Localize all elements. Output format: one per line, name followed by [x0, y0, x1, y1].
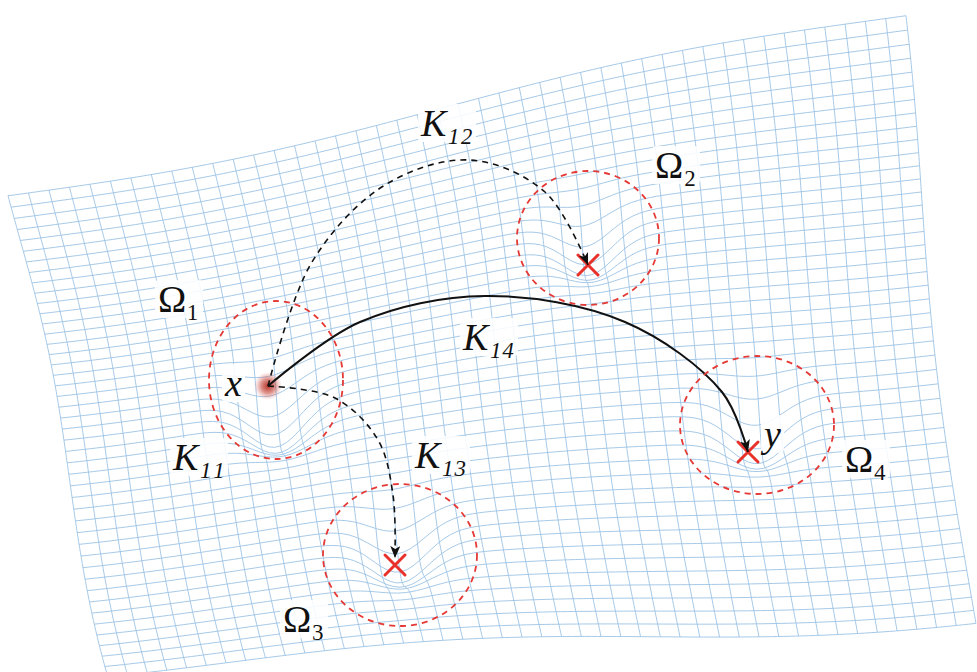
transition-arrow: [268, 160, 588, 386]
transition-label: K₁₃: [412, 436, 470, 474]
grid-line: [233, 159, 324, 650]
grid-line: [53, 245, 925, 376]
grid-line: [845, 24, 917, 629]
grid-line: [519, 88, 601, 637]
grid-line: [560, 77, 640, 636]
grid-line: [11, 30, 908, 207]
grid-line: [108, 623, 976, 672]
state-region: Ω₄y: [679, 355, 835, 495]
region-circle: [209, 301, 343, 459]
region-outline: [322, 483, 478, 627]
grid-line: [886, 19, 957, 626]
grid-line: [662, 54, 739, 637]
grid-line: [723, 43, 798, 636]
grid-line: [621, 63, 699, 637]
grid-line: [55, 258, 926, 386]
grid-line: [784, 33, 858, 633]
grid-line: [865, 21, 936, 627]
state-region: Ω₃: [322, 483, 478, 627]
grid-line: [49, 190, 147, 672]
grid-line: [8, 196, 108, 672]
grid-line: [97, 570, 967, 635]
region-label: Ω₃: [280, 600, 328, 638]
region-circle: [323, 484, 477, 626]
grid-line: [92, 543, 962, 614]
grid-line: [75, 427, 943, 520]
grid-line: [14, 44, 909, 218]
grid-line: [499, 93, 581, 636]
region-label: Ω₁: [155, 280, 203, 318]
grid-line: [45, 192, 922, 334]
transition-label: K₁₄: [460, 318, 518, 356]
grid-line: [274, 150, 364, 646]
grid-line: [32, 126, 917, 283]
transition-label: K₁₂: [418, 104, 476, 142]
grid-line: [83, 486, 953, 568]
grid-line: [825, 27, 897, 631]
grid-line: [35, 140, 918, 294]
grid-line: [743, 39, 818, 635]
grid-line: [51, 231, 924, 365]
grid-line: [540, 82, 621, 636]
grid-line: [74, 413, 942, 509]
grid-line: [87, 514, 957, 590]
grid-line: [102, 597, 971, 656]
grid-line: [397, 120, 483, 638]
grid-line: [105, 610, 974, 666]
grid-line: [642, 59, 720, 637]
grid-line: [376, 126, 462, 640]
grid-mesh: [8, 16, 976, 672]
state-region: Ω₂: [516, 170, 660, 306]
region-circle: [517, 171, 659, 305]
grid-line: [89, 529, 959, 602]
grid-line: [764, 36, 838, 634]
region-outline: [516, 170, 660, 306]
transition-arrow: [268, 386, 395, 558]
transition-label: K₁₁: [170, 438, 228, 476]
grid-line: [804, 30, 877, 632]
grid-line: [94, 556, 964, 624]
grid-line: [438, 109, 522, 637]
state-region: Ω₁x: [208, 300, 344, 460]
grid-line: [131, 178, 226, 663]
grid-line: [682, 50, 759, 636]
grid-line: [703, 47, 779, 637]
grid-line: [581, 72, 661, 636]
grid-line: [906, 16, 976, 624]
grid-line: [72, 398, 940, 497]
point-label: y: [761, 415, 784, 453]
point-label: x: [222, 364, 245, 402]
transition-arrow: [268, 296, 748, 452]
grid-line: [99, 584, 969, 646]
region-outline: [679, 355, 835, 495]
region-label: Ω₄: [842, 440, 890, 478]
grid-line: [81, 471, 950, 556]
grid-line: [172, 171, 266, 658]
grid-line: [28, 193, 127, 672]
region-label: Ω₂: [652, 146, 700, 184]
region-circle: [680, 356, 834, 494]
grid-line: [70, 384, 938, 486]
well-minimum-mark: [385, 555, 405, 575]
grid-line: [62, 313, 930, 435]
grid-line: [417, 115, 502, 638]
